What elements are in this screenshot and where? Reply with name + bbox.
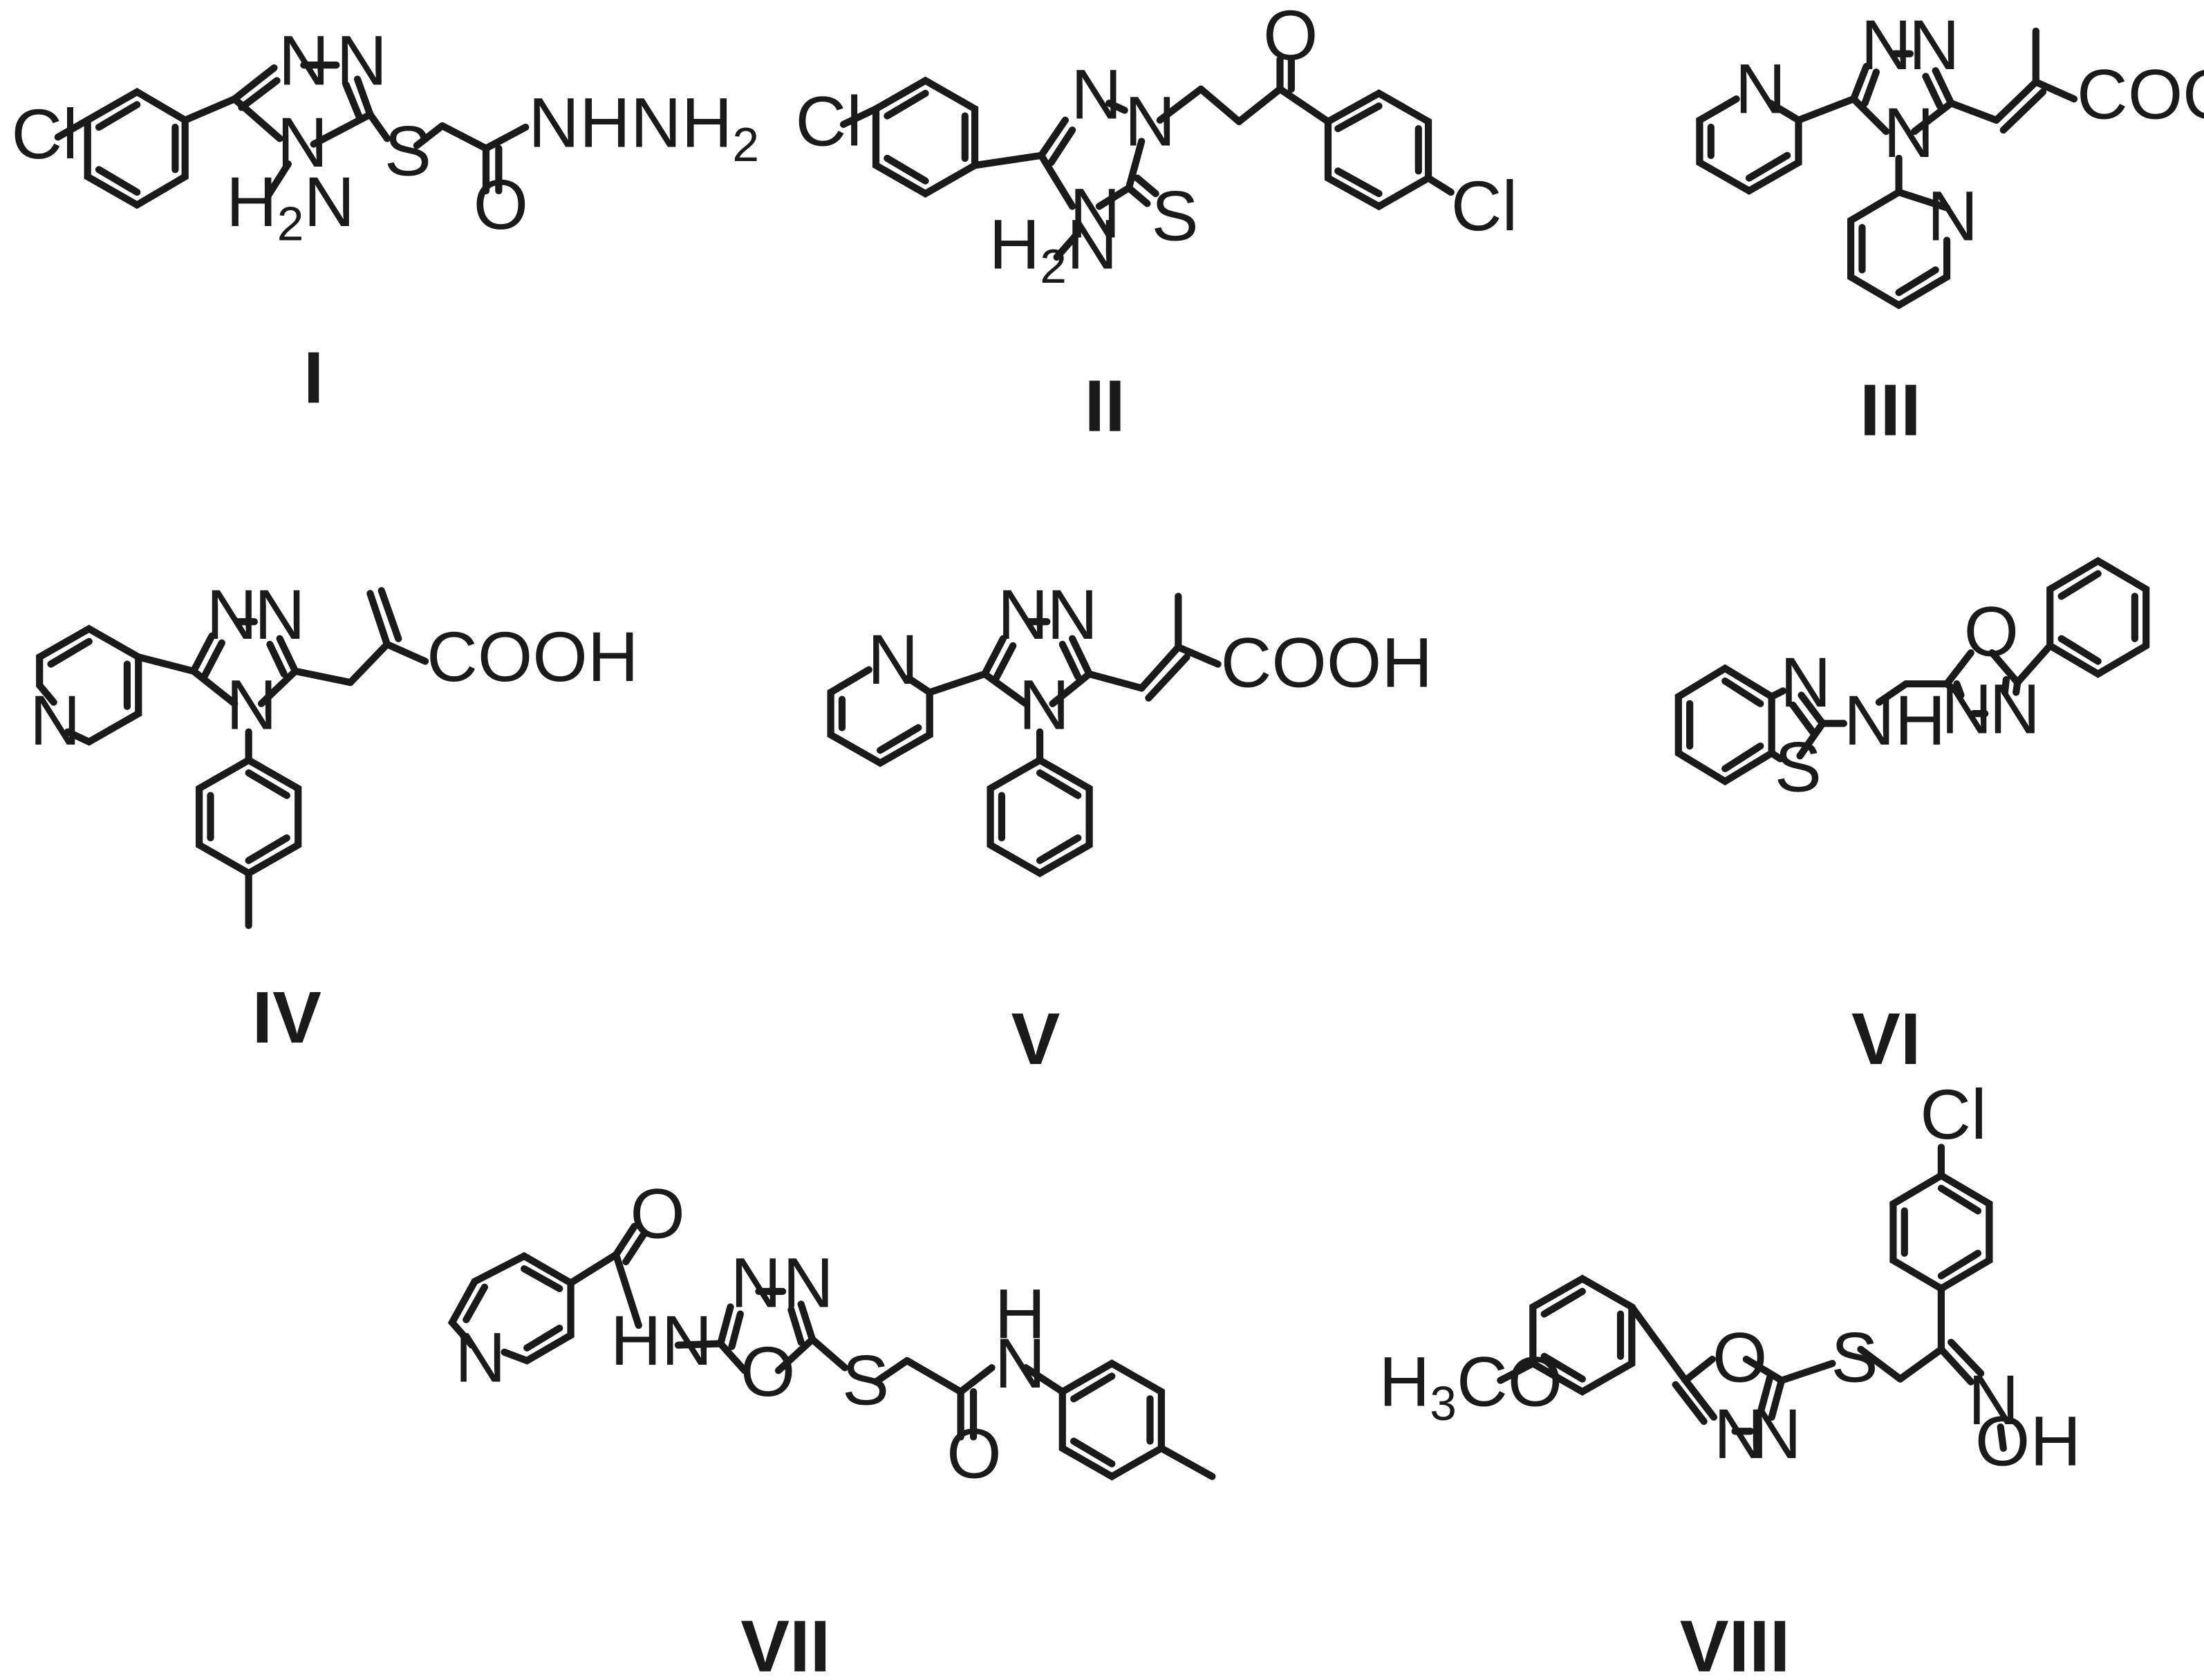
atom-label: O [946,1415,1001,1493]
compound-numeral: VIII [1680,1605,1790,1680]
atom-label: COOH [2077,55,2204,134]
atom-label: HN [610,1301,713,1380]
atom-label: O [630,1174,684,1253]
atom-label: N [277,103,328,182]
atom-label: N [1968,1361,2019,1439]
atom-label: N [1018,666,1070,745]
atom-label: N [783,1243,834,1322]
compound-V-bonds [827,592,1222,877]
compound-numeral: II [1085,364,1126,447]
atom-label: N [1927,176,1978,255]
atom-label: N [1883,93,1934,172]
atom-label: N [206,575,257,654]
atom-label: H2N [226,162,355,250]
atom-label: H [995,1274,1046,1353]
compound-numeral: IV [252,976,322,1058]
atom-label: OH [1975,1401,2081,1480]
atom-label: S [384,111,431,190]
compound-IV-bonds [36,587,429,929]
atom-label: Cl [1451,167,1517,245]
atom-label: S [842,1341,889,1419]
atom-label: O [474,165,528,244]
atom-label: O [1964,592,2019,671]
atom-label: N [1780,643,1831,722]
atom-label: S [1831,1318,1878,1397]
atom-label: COOH [427,617,638,696]
atom-label: N [1047,575,1098,654]
compound-VIII: H3CO O N N S Cl N OH VIII [1379,1075,2082,1680]
compound-IV: N N N N COOH IV [30,575,639,1058]
atom-label: N [1125,82,1176,161]
atom-label: Cl [11,95,77,174]
atom-label: N [995,1324,1046,1403]
atom-label: N [1941,670,1992,749]
compound-VI: N S NH O N N VI [1674,557,2150,1080]
compound-I-bonds [54,61,530,209]
atom-label: N [1909,6,1960,84]
compound-numeral: III [1860,369,1921,451]
atom-label: N [1735,50,1786,129]
compound-VII: N O HN N N O S H N O VII [447,1174,1216,1680]
compound-III: N N N N N COOH III [1696,6,2204,451]
atom-label: Cl [1920,1075,1986,1154]
atom-label: O [1263,0,1318,75]
atom-label: S [1775,727,1822,806]
atom-label: N [1070,174,1121,252]
compound-VI-bonds [1674,557,2150,786]
atom-label: N [1714,1394,1765,1473]
atom-label: H2N [989,205,1118,292]
compound-II-bonds [839,55,1455,261]
compound-I: Cl N N N S O NHNH2 H2N I [11,21,759,419]
atom-label: N [30,681,81,760]
compound-VIII-bonds [1497,1144,2007,1452]
atom-label: N [455,1318,506,1397]
atom-label: N [279,21,330,100]
compound-V: N N N N COOH V [827,575,1432,1080]
atom-label: N [1750,1394,1802,1473]
compound-VII-bonds [447,1222,1216,1481]
compound-numeral: VI [1851,998,1921,1080]
atom-label: N [1071,55,1122,134]
atom-label: N [226,666,277,745]
compound-II: Cl N N N S O Cl H2N II [796,0,1518,447]
atom-label: NH [1844,681,1946,760]
atom-label: N [868,620,919,699]
atom-label: S [1152,176,1199,255]
atom-label: Cl [796,82,862,161]
atom-label: N [731,1243,782,1322]
atom-label: NHNH2 [528,84,759,171]
atom-label: COOH [1221,623,1432,702]
atom-label: H3CO [1379,1342,1563,1430]
compound-numeral: I [303,337,324,419]
compound-numeral: VII [740,1605,830,1680]
atom-label: O [740,1332,795,1411]
atom-label: N [336,21,387,100]
atom-label: N [1989,670,2040,749]
atom-label: O [1712,1318,1767,1397]
compound-numeral: V [1011,998,1061,1080]
compound-III-bonds [1696,27,2078,310]
atom-label: N [1860,6,1912,84]
atom-label: N [254,575,306,654]
atom-label: N [998,575,1049,654]
